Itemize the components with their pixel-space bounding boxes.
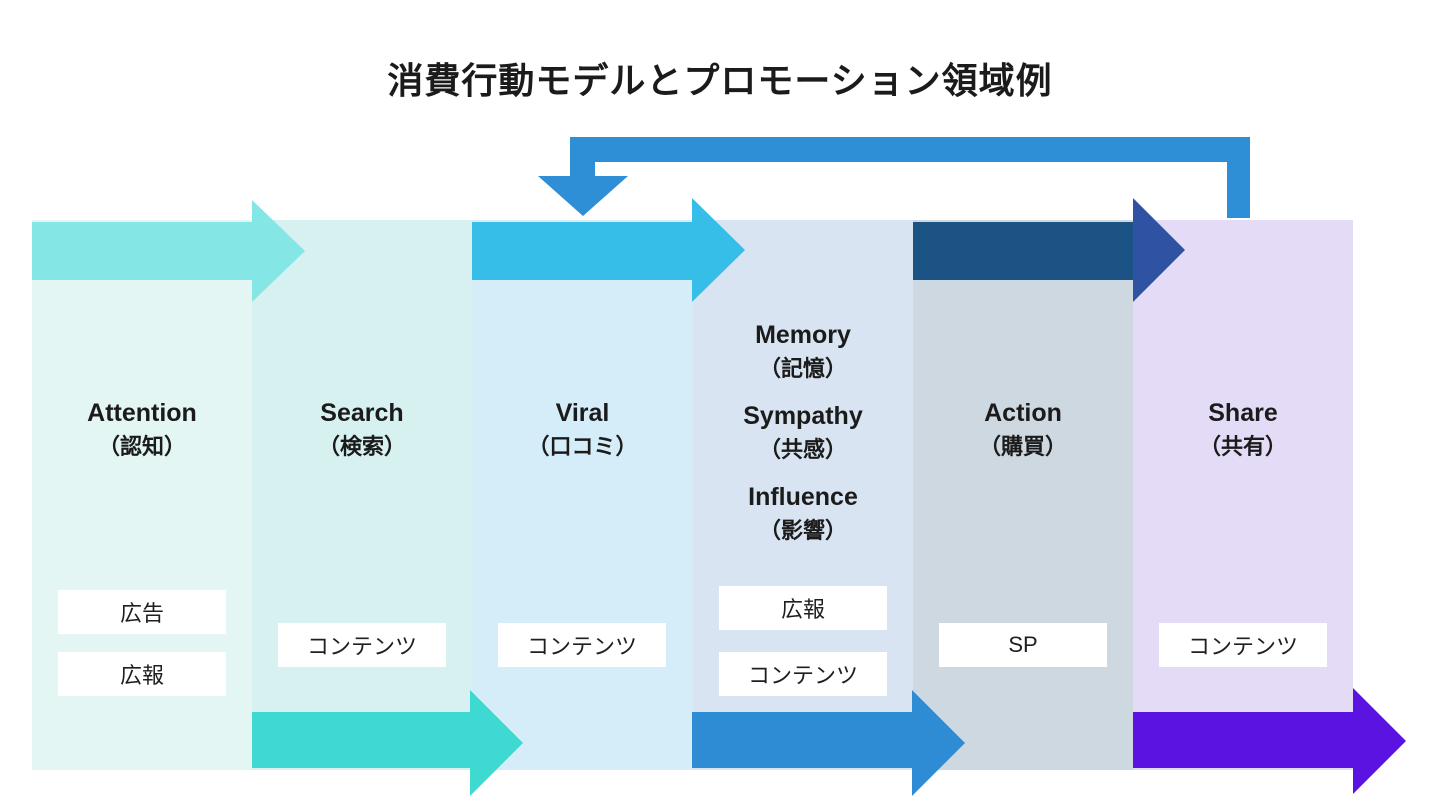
column-label-en: Memory <box>755 321 851 349</box>
column-label-jp: （共感） <box>758 437 847 462</box>
column-label-en: Action <box>984 399 1062 427</box>
column-label-jp: （影響） <box>758 518 847 543</box>
column-label-en: Sympathy <box>743 402 863 430</box>
promotion-tag: コンテンツ <box>719 652 887 696</box>
column-label-jp: （購買） <box>978 434 1067 459</box>
column-search: Search （検索） コンテンツ <box>252 220 472 770</box>
arrow-share-feedback-loop-down-head <box>538 176 628 216</box>
arrow-attention-top-head <box>252 200 305 302</box>
arrow-search-to-viral-bottom-head <box>470 690 523 796</box>
column-memory-header: Memory （記憶） Sympathy （共感） Influence （影響） <box>693 318 913 561</box>
arrow-memory-to-action-bottom-head <box>912 690 965 796</box>
promotion-tag: 広告 <box>58 590 226 634</box>
arrow-share-feedback-loop-left-segment <box>570 161 595 176</box>
column-memory-sympathy-influence: Memory （記憶） Sympathy （共感） Influence （影響）… <box>693 220 913 770</box>
promotion-tag: SP <box>939 623 1107 667</box>
arrow-attention-top-body <box>32 222 252 280</box>
column-attention: Attention （認知） 広告 広報 <box>32 220 252 770</box>
column-label-jp: （認知） <box>97 434 186 459</box>
column-label-jp: （検索） <box>317 434 406 459</box>
column-share-header: Share （共有） <box>1133 396 1353 477</box>
arrow-share-exit-head <box>1353 688 1406 794</box>
arrow-share-exit-body <box>1133 712 1353 768</box>
arrow-memory-to-action-bottom-body <box>692 712 912 768</box>
arrow-action-top-body <box>913 222 1133 280</box>
promotion-tag: コンテンツ <box>278 623 446 667</box>
column-search-header: Search （検索） <box>252 396 472 477</box>
column-label-en: Influence <box>748 483 858 511</box>
column-share: Share （共有） コンテンツ <box>1133 220 1353 770</box>
arrow-search-to-viral-bottom-body <box>252 712 470 768</box>
column-label-en: Share <box>1208 399 1278 427</box>
column-action-header: Action （購買） <box>913 396 1133 477</box>
column-viral-header: Viral （口コミ） <box>472 396 693 477</box>
column-attention-header: Attention （認知） <box>32 396 252 477</box>
column-action: Action （購買） SP <box>913 220 1133 770</box>
column-label-en: Search <box>320 399 404 427</box>
promotion-tag: 広報 <box>58 652 226 696</box>
promotion-tag: コンテンツ <box>498 623 666 667</box>
promotion-tag: コンテンツ <box>1159 623 1327 667</box>
column-label-jp: （口コミ） <box>527 434 638 459</box>
diagram-title: 消費行動モデルとプロモーション領域例 <box>387 60 1053 101</box>
column-label-en: Viral <box>555 399 610 427</box>
promotion-tag: 広報 <box>719 586 887 630</box>
arrow-viral-top-body <box>472 222 692 280</box>
arrow-share-feedback-loop-bar <box>570 137 1250 162</box>
column-label-jp: （共有） <box>1198 434 1287 459</box>
arrow-share-feedback-loop-right-segment <box>1227 137 1250 218</box>
arrow-viral-top-head <box>692 198 745 302</box>
column-label-en: Attention <box>87 399 197 427</box>
column-viral: Viral （口コミ） コンテンツ <box>472 220 693 770</box>
arrow-action-top-head <box>1133 198 1185 302</box>
column-label-jp: （記憶） <box>758 356 847 381</box>
